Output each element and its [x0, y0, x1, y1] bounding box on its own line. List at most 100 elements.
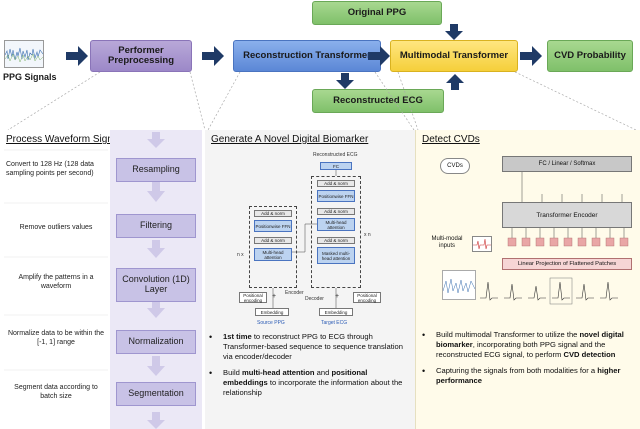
- mha-label: Multi-head attention: [325, 219, 347, 230]
- fc-softmax-label: FC / Linear / Softmax: [538, 161, 596, 167]
- bullet-text: , incorporating both PPG signal and the …: [436, 340, 606, 360]
- encoder-io-arrows: [507, 172, 629, 247]
- cvd-bullets: Build multimodal Transformer to utilize …: [420, 330, 636, 392]
- encoder-label: Encoder: [285, 290, 304, 296]
- add-norm-block: Add & norm: [317, 208, 355, 215]
- transformer-diagram: Reconstructed ECG FC Add & norm Position…: [235, 152, 385, 330]
- row-desc-filtering: Remove outliers values: [19, 224, 93, 231]
- ffn-label: Positionwise FFN: [255, 223, 291, 229]
- reconstruction-label: Reconstruction Transformer: [243, 49, 371, 61]
- panel-title: Generate A Novel Digital Biomarker: [211, 134, 369, 145]
- row-desc-convolution: Amplify the patterns in a waveform: [18, 274, 94, 290]
- ppg-signal-thumbnail: [4, 40, 44, 68]
- bullet-text: to reconstruct PPG to ECG through Transf…: [223, 332, 403, 362]
- pos-enc-label: Positional encoding: [357, 292, 377, 303]
- step-segmentation: Segmentation: [116, 382, 196, 406]
- connector-lines: [7, 71, 637, 131]
- embedding-label: Embedding: [324, 309, 348, 315]
- add-norm-label: Add & norm: [261, 211, 285, 216]
- arrow-icon: [520, 46, 542, 66]
- digital-biomarker-panel: Generate A Novel Digital Biomarker Recon…: [205, 130, 415, 429]
- reconstructed-ecg-stage: Reconstructed ECG: [312, 89, 444, 113]
- arrow-up-icon: [446, 74, 464, 90]
- bullet-item: Capturing the signals from both modaliti…: [420, 366, 636, 386]
- masked-mha-label: Masked multi-head attention: [321, 250, 351, 261]
- ffn-block: Positionwise FFN: [317, 190, 355, 202]
- arrow-icon: [368, 46, 390, 66]
- bullet-bold: higher performance: [436, 366, 621, 386]
- ffn-label: Positionwise FFN: [318, 193, 354, 199]
- add-norm-label: Add & norm: [324, 238, 348, 243]
- embedding-label: Embedding: [260, 309, 284, 315]
- step-label: Normalization: [128, 336, 184, 347]
- step-filtering: Filtering: [116, 214, 196, 238]
- ppg-plot-thumb: [442, 270, 476, 300]
- bullet-text: to incorporate the information about the…: [223, 378, 403, 398]
- row-separators: [4, 149, 108, 371]
- target-ecg-label: Target ECG: [321, 320, 348, 326]
- step-normalization: Normalization: [116, 330, 196, 354]
- bullet-item: 1st time to reconstruct PPG to ECG throu…: [207, 332, 413, 362]
- fc-block: FC: [320, 162, 352, 170]
- decoder-label: Decoder: [305, 296, 324, 302]
- original-ppg-stage: Original PPG: [312, 1, 442, 25]
- step-convolution: Convolution (1D) Layer: [116, 268, 196, 302]
- encoder-box: [249, 206, 297, 288]
- masked-mha-block: Masked multi-head attention: [317, 247, 355, 264]
- arrow-down-icon: [336, 73, 354, 89]
- row-desc-resampling: Convert to 128 Hz (128 data sampling poi…: [6, 161, 94, 177]
- fc-softmax-block: FC / Linear / Softmax: [502, 156, 632, 172]
- bullet-bold: multi-head attention: [242, 368, 315, 378]
- multimodal-inputs-label: Multi-modal inputs: [424, 236, 470, 249]
- row-desc-normalization: Normalize data to be within the [-1, 1] …: [7, 330, 105, 346]
- pos-enc-block: Positional encoding: [353, 292, 381, 303]
- row-desc-segmentation: Segment data according to batch size: [14, 384, 98, 400]
- pos-enc-block: Positional encoding: [239, 292, 267, 303]
- reconstructed-ecg-label: Reconstructed ECG: [333, 94, 423, 106]
- bullet-item: Build multimodal Transformer to utilize …: [420, 330, 636, 360]
- add-norm-label: Add & norm: [324, 181, 348, 186]
- add-norm-block: Add & norm: [317, 237, 355, 244]
- decoder-box: [311, 176, 361, 288]
- bullet-text: and: [314, 368, 332, 378]
- step-label: Convolution (1D) Layer: [122, 274, 190, 294]
- ecg-icon: [472, 236, 492, 252]
- ppg-signals-label: PPG Signals: [3, 72, 57, 82]
- add-norm-label: Add & norm: [324, 209, 348, 214]
- cvd-probability-stage: CVD Probability: [547, 40, 633, 72]
- add-norm-block: Add & norm: [254, 210, 292, 217]
- process-waveform-panel: Process Waveform Signal Convert to 128 H…: [0, 130, 205, 429]
- performer-label: Performer Preprocessing: [108, 44, 174, 66]
- n-left-label: n x: [237, 252, 244, 258]
- diagram-connectors: [272, 170, 337, 308]
- step-arrows: [147, 132, 165, 429]
- projection-label: Linear Projection of Flattened Patches: [517, 261, 617, 267]
- diagram-top-label: Reconstructed ECG: [313, 152, 358, 158]
- arrow-down-icon: [445, 24, 463, 40]
- bullet-bold: CVD detection: [563, 350, 616, 360]
- bullet-text: Build: [223, 368, 242, 378]
- multimodal-transformer-stage: Multimodal Transformer: [390, 40, 518, 72]
- panel-title: Process Waveform Signal: [6, 134, 121, 145]
- transformer-encoder-block: Transformer Encoder: [502, 202, 632, 228]
- cvd-label: CVD Probability: [554, 49, 626, 61]
- step-label: Segmentation: [128, 388, 184, 399]
- linear-projection-block: Linear Projection of Flattened Patches: [502, 258, 632, 270]
- source-ppg-label: Source PPG: [257, 320, 285, 326]
- step-resampling: Resampling: [116, 158, 196, 182]
- performer-preprocessing-stage: Performer Preprocessing: [90, 40, 192, 72]
- mha-label: Multi-head attention: [262, 249, 284, 260]
- bullet-text: Build multimodal Transformer to utilize …: [436, 330, 580, 339]
- reconstruction-transformer-stage: Reconstruction Transformer: [233, 40, 381, 72]
- inputs-label: Multi-modal inputs: [431, 236, 463, 249]
- bullet-text: Capturing the signals from both modaliti…: [436, 366, 598, 376]
- embedding-block: Embedding: [319, 308, 353, 316]
- cvds-badge: CVDs: [440, 158, 470, 174]
- ffn-block: Positionwise FFN: [254, 220, 292, 232]
- panel-title: Detect CVDs: [422, 134, 480, 145]
- original-ppg-label: Original PPG: [347, 6, 407, 18]
- multimodal-diagram: CVDs FC / Linear / Softmax Transformer E…: [420, 152, 638, 322]
- bullet-bold: 1st time: [223, 332, 252, 341]
- add-norm-label: Add & norm: [261, 238, 285, 243]
- fc-label: FC: [333, 163, 339, 169]
